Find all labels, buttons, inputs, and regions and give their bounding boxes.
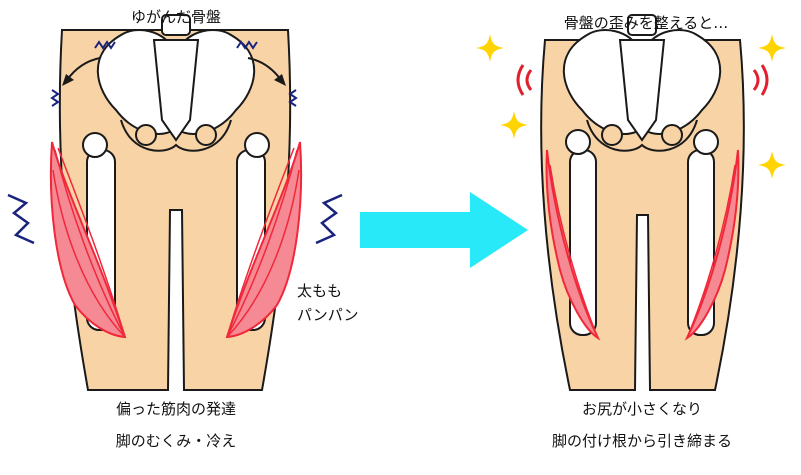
motion-mark-icon <box>516 64 525 96</box>
right-hips-illustration <box>476 14 786 391</box>
sparkle-icon <box>500 111 528 139</box>
right-panel-title: 骨盤の歪みを整えると… <box>563 14 729 32</box>
tension-wave-icon <box>94 40 116 50</box>
sparkle-icon <box>758 151 786 179</box>
right-thigh-muscle-left <box>545 149 601 341</box>
tension-wave-icon <box>236 40 258 50</box>
left-thigh-muscle-right <box>225 141 303 339</box>
right-caption-line2: 脚の付け根から引き締まる <box>551 432 733 450</box>
motion-mark-icon <box>760 64 769 96</box>
tilt-arrowhead-left <box>62 74 74 86</box>
sparkle-icon <box>758 34 786 62</box>
tension-wave-icon <box>50 89 60 107</box>
left-panel-title: ゆがんだ骨盤 <box>130 8 222 26</box>
thigh-label-line1: 太もも <box>297 282 343 300</box>
left-thigh-muscle-left <box>49 141 127 339</box>
tension-wave-icon <box>315 193 343 245</box>
left-caption-line2: 脚のむくみ・冷え <box>115 432 237 450</box>
arrow-right-icon <box>360 192 528 268</box>
left-caption-line1: 偏った筋肉の発達 <box>115 400 237 418</box>
motion-mark-icon <box>525 69 533 91</box>
left-body-silhouette <box>58 29 292 391</box>
right-thigh-muscle-right <box>684 149 740 341</box>
left-hips-illustration <box>7 14 343 391</box>
tension-wave-icon <box>7 193 35 245</box>
tilt-arrowhead-right <box>274 74 286 86</box>
right-caption-line1: お尻が小さくなり <box>581 400 703 418</box>
sparkle-icon <box>476 34 504 62</box>
motion-mark-icon <box>752 69 760 91</box>
tension-wave-icon <box>288 89 298 107</box>
thigh-label-line2: パンパン <box>297 306 359 324</box>
